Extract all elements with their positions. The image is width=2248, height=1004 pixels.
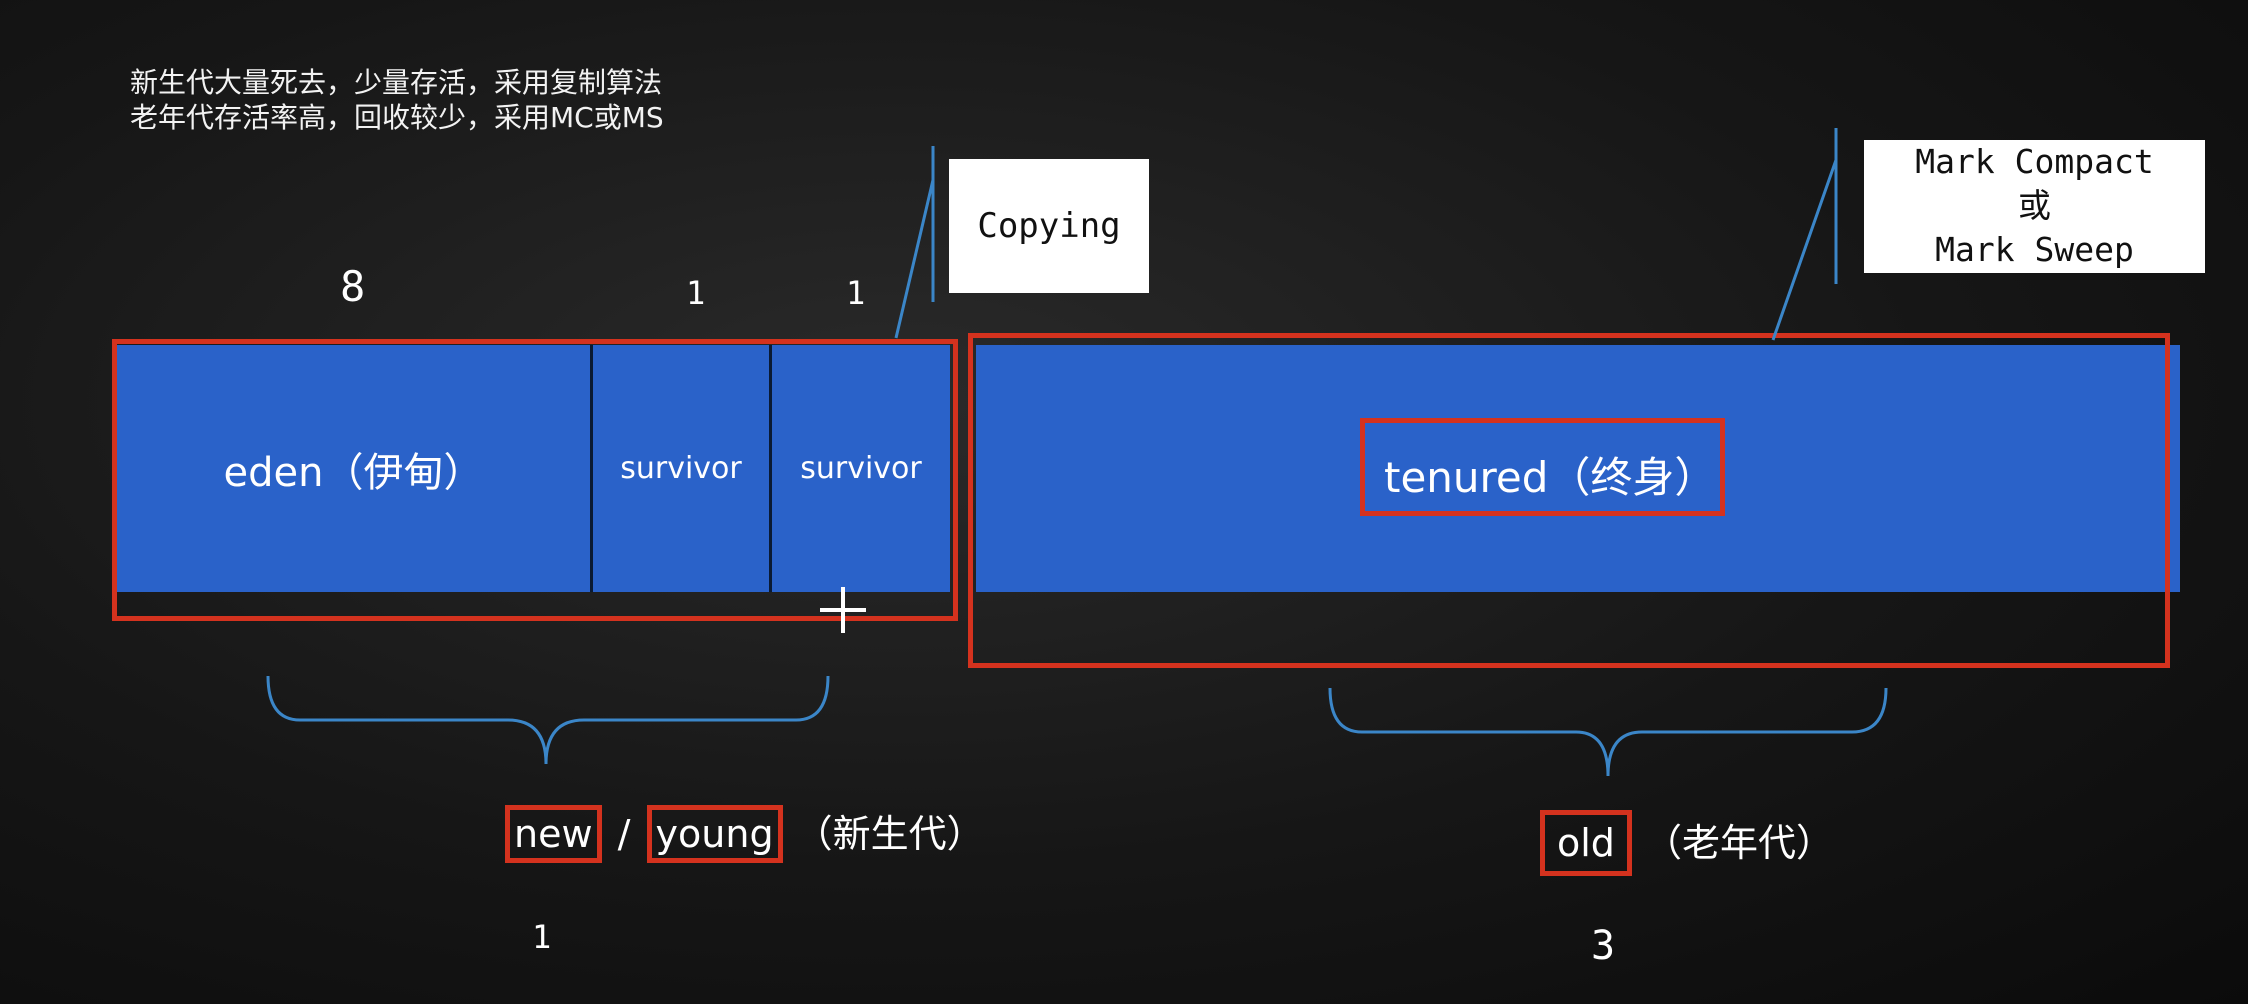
note-line-2: 老年代存活率高，回收较少，采用MC或MS (130, 101, 664, 134)
callout-line-or: 或 (2018, 186, 2051, 225)
old-gen-suffix: （老年代） (1644, 821, 1835, 865)
new-tag: new (505, 805, 602, 863)
survivor2-block: survivor (772, 345, 950, 592)
copying-callout: Copying (949, 159, 1149, 293)
old-gen-brace (1328, 687, 1888, 777)
tenured-label: tenured（终身） (1384, 453, 1717, 502)
tenured-label-box (1360, 418, 1725, 516)
survivor2-ratio: 1 (846, 274, 866, 312)
young-gen-highlight (112, 339, 958, 621)
old-gen-highlight (968, 333, 2170, 668)
old-tag: old (1540, 810, 1632, 876)
note-line-1: 新生代大量死去，少量存活，采用复制算法 (130, 66, 663, 99)
callout-line-mark-compact: Mark Compact (1915, 142, 2154, 181)
tenured-block (976, 345, 2180, 592)
mark-compact-sweep-callout: Mark Compact 或 Mark Sweep (1864, 140, 2205, 273)
young-gen-brace (266, 675, 830, 765)
slash-separator: / (617, 812, 631, 856)
callout-line-mark-sweep: Mark Sweep (1935, 230, 2134, 269)
eden-block: eden（伊甸） (117, 345, 590, 592)
eden-ratio: 8 (340, 262, 366, 311)
young-gen-label: new / young （新生代） (505, 803, 985, 863)
young-tag: young (646, 805, 783, 863)
survivor1-ratio: 1 (686, 274, 706, 312)
young-gen-suffix: （新生代） (794, 812, 985, 856)
old-gen-ratio: 3 (1591, 923, 1616, 969)
old-gen-label: old （老年代） (1540, 810, 1834, 876)
survivor-divider (769, 345, 772, 592)
crosshair-cursor-icon (818, 585, 868, 635)
young-gen-ratio: 1 (532, 918, 552, 956)
eden-divider (590, 345, 593, 592)
survivor1-block: survivor (593, 345, 769, 592)
